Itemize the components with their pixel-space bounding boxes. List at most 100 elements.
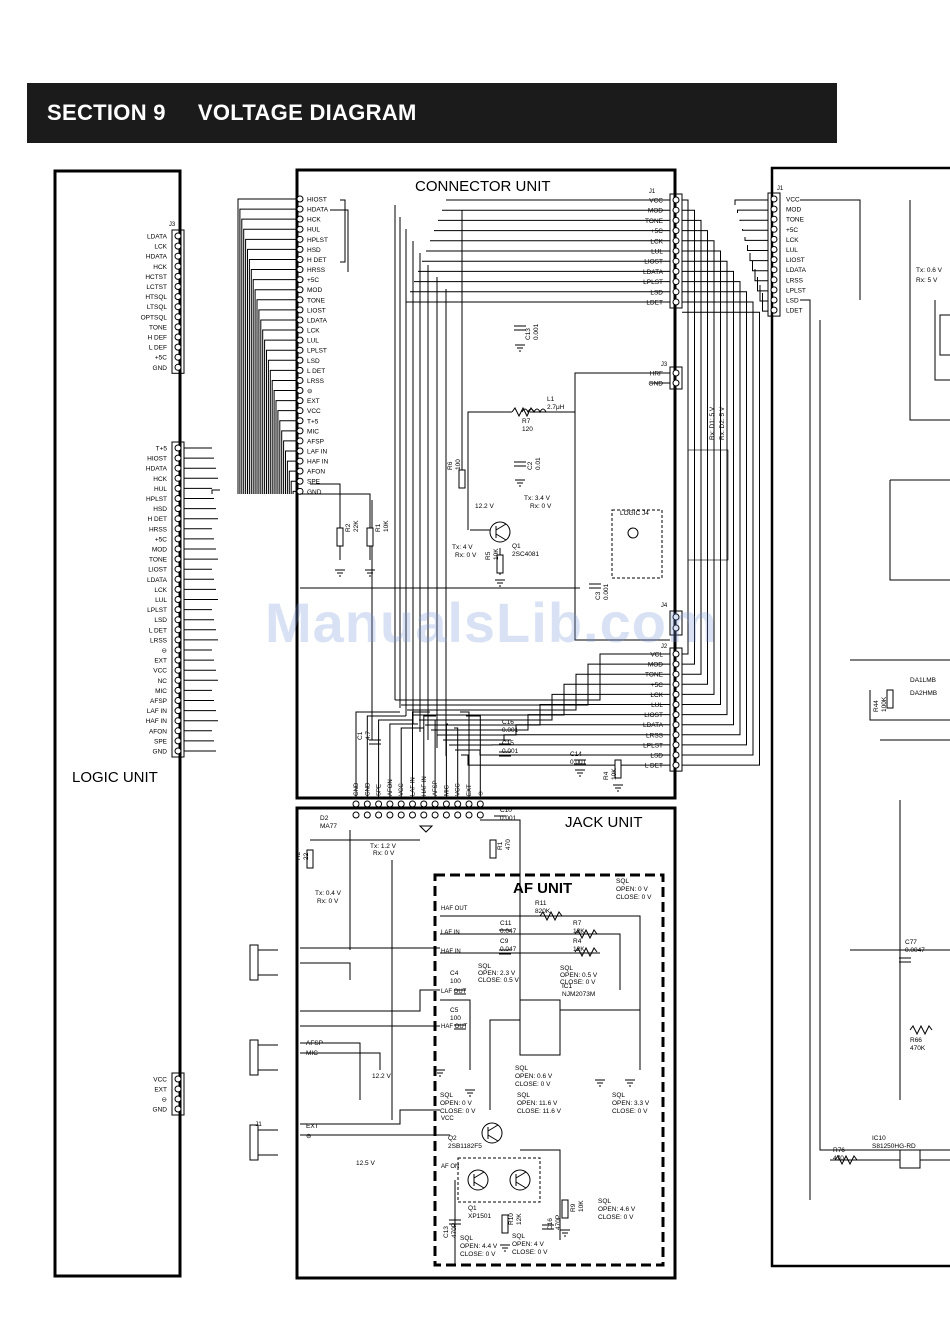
voltage-v18: CLOSE: 0 V (560, 979, 596, 986)
right-j1-label-3: +5C (786, 227, 798, 234)
right-j1-pin-10 (770, 296, 778, 304)
conn-left-pin-4 (296, 235, 304, 243)
conn-j3-pin-1 (672, 379, 680, 387)
ground-symbol (495, 579, 505, 587)
conn-left-pin-13 (296, 326, 304, 334)
q1-af-package (457, 1157, 541, 1203)
voltage-v8: Tx: 0.4 V (315, 890, 342, 897)
wire (300, 1042, 361, 1100)
logic-main-label-0: T+5 (156, 446, 168, 453)
wire (682, 260, 728, 716)
conn-left-label-27: AFON (307, 469, 325, 476)
voltage-v7: Rx: 0 V (373, 850, 395, 857)
af-pin-label-6: AF ON (441, 1164, 459, 1170)
ground-symbol (575, 769, 585, 777)
right-j1-pin-11 (770, 306, 778, 314)
logic-main-label-29: SPE (154, 738, 168, 745)
logic-bottom-pin-1 (174, 1085, 182, 1093)
conn-left-pin-3 (296, 225, 304, 233)
component-value: 100K (881, 696, 888, 712)
conn-j2-label-10: LSD (650, 753, 663, 760)
component-value: 470 (833, 1155, 844, 1162)
jack-top-pin-5 (409, 811, 416, 819)
voltage-v22: OPEN: 0.6 V (515, 1073, 553, 1080)
component-value: 0.0047 (905, 947, 925, 954)
logic-j3-ref: J3 (169, 222, 176, 228)
voltage-v4: Tx: 4 V (452, 544, 473, 551)
logic-main-pin-10 (174, 545, 182, 553)
conn-left-label-8: +5C (307, 277, 319, 284)
conn-left-pin-10 (296, 296, 304, 304)
logic-main-pin-30 (174, 747, 182, 755)
logic-main-label-23: NC (158, 678, 168, 685)
resistor-r2-jack (306, 849, 314, 869)
conn-j1-label-0: VCC (649, 198, 663, 205)
resistor-r4-af (574, 946, 598, 958)
conn-left-pin-27 (296, 467, 304, 475)
conn-j3-ref: J3 (661, 362, 668, 368)
component-value: 2.7μH (547, 404, 565, 411)
voltage-v44: Rx: D1: 5 V (709, 406, 716, 440)
conn-j2-label-4: LCK (650, 692, 663, 699)
conn-left-pin-11 (296, 306, 304, 314)
wire (400, 727, 424, 798)
conn-j1-label-7: LDATA (643, 269, 664, 276)
q1-connector-symbol (495, 523, 507, 541)
right-j1-pin-1 (770, 205, 778, 213)
capacitor-c5-af (454, 1024, 466, 1030)
ground-symbol (625, 1079, 635, 1087)
wire (489, 1019, 520, 1110)
conn-j2-pin-9 (672, 741, 680, 749)
logic-j3-label-13: GND (153, 365, 168, 372)
right-j1-label-0: VCC (786, 197, 800, 204)
jack-unit-label: JACK UNIT (565, 814, 643, 831)
wire (275, 400, 297, 494)
resistor-r1-jack (489, 839, 497, 859)
component-value: 10K (493, 548, 500, 560)
right-j1-label-5: LUL (786, 247, 798, 254)
wire (757, 277, 768, 292)
component-ref: C13 (443, 1226, 450, 1238)
component-value: 4.7 (365, 731, 372, 740)
wire (300, 989, 440, 1012)
wire (264, 339, 297, 494)
logic-j4-jack (627, 527, 639, 539)
component-ref: C10 (500, 807, 512, 814)
component-ref: C77 (905, 939, 917, 946)
conn-j2-pin-3 (672, 680, 680, 688)
logic-main-label-20: ⊖ (162, 648, 168, 655)
wire (262, 329, 297, 494)
component-ref: C15 (502, 740, 514, 747)
component-value: 0.01 (535, 457, 542, 470)
wire (560, 1009, 641, 1070)
wire (245, 238, 297, 494)
component-ref: C9 (500, 938, 509, 945)
right-j1-label-8: LRSS (786, 277, 804, 284)
logic-main-label-9: +5C (155, 536, 167, 543)
conn-left-label-29: GND (307, 489, 322, 496)
right-j1-label-4: LCK (786, 237, 799, 244)
conn-left-pin-18 (296, 376, 304, 384)
logic-main-label-15: LUL (155, 597, 167, 604)
wire (366, 715, 406, 798)
conn-left-label-26: HAF IN (307, 459, 329, 466)
conn-j1-label-8: LPLST (643, 279, 663, 286)
capacitor-c11 (499, 929, 511, 935)
ground-symbol (595, 1079, 605, 1087)
logic-j3-pin-8 (174, 313, 182, 321)
conn-j2-label-2: TONE (645, 672, 664, 679)
logic-j3-pin-6 (174, 293, 182, 301)
conn-bottom-pin-2 (375, 800, 383, 808)
voltage-v33: SQL (598, 1198, 611, 1205)
conn-left-pin-26 (296, 457, 304, 465)
right-j1-pin-8 (770, 276, 778, 284)
conn-left-label-6: H DET (307, 257, 327, 264)
conn-j2-pin-1 (672, 660, 680, 668)
conn-left-label-7: HRSS (307, 267, 326, 274)
component-value: 470P (555, 1215, 562, 1230)
